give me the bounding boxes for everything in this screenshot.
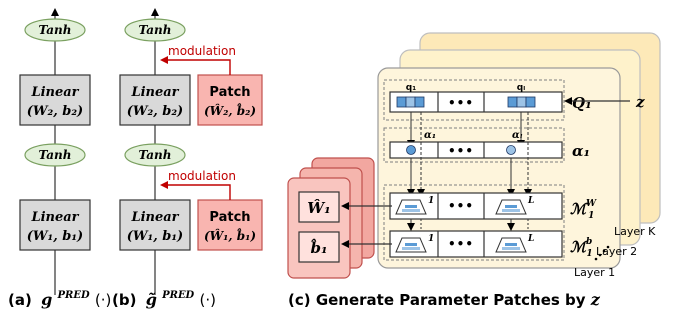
- modulation-arrow: [160, 181, 231, 200]
- q1-label: q₁: [406, 83, 416, 93]
- alpha-row: [389, 141, 563, 159]
- tanh-node: [124, 143, 186, 167]
- modulation-label: modulation: [168, 44, 236, 58]
- panel-b-caption: (b) g̃ PRED (·): [112, 284, 216, 309]
- module-index: L: [527, 196, 534, 206]
- modulation-arrow: [160, 56, 231, 75]
- w-hat-label: Ŵ₁: [307, 199, 330, 217]
- ellipsis: •••: [448, 96, 474, 110]
- linear-label: Linear: [130, 85, 179, 100]
- z-label: z: [635, 93, 645, 111]
- tanh-node: [24, 18, 86, 42]
- layer-2-label: Layer 2: [596, 245, 637, 258]
- layer-1-label: Layer 1: [574, 266, 615, 279]
- query-vector-1: [396, 96, 425, 108]
- patch-params: (Ŵ₁, b̂₁): [204, 227, 256, 243]
- patch-box-1: [197, 199, 263, 251]
- layer-k-label: Layer K: [614, 225, 656, 238]
- tanh-label: Tanh: [38, 148, 71, 162]
- layer-dots: [594, 245, 610, 261]
- ellipsis: •••: [448, 199, 474, 213]
- linear-layer-2: [119, 74, 191, 126]
- patch-label: Patch: [209, 210, 250, 225]
- ellipsis: •••: [448, 237, 474, 251]
- module-index: L: [527, 234, 534, 244]
- Q-label: Q₁: [572, 94, 592, 112]
- patch-params: (Ŵ₂, b̂₂): [204, 102, 256, 118]
- module-group: [383, 184, 565, 261]
- w-hat-box: [298, 191, 340, 223]
- alpha1-small-label: α₁: [424, 130, 436, 141]
- linear-params: (W₁, b₁): [127, 229, 183, 244]
- b-hat-box: [298, 231, 340, 263]
- ellipsis: •••: [448, 144, 474, 158]
- tanh-node: [24, 143, 86, 167]
- panel-a-caption: (a) g PRED (·): [8, 284, 111, 309]
- patch-label: Patch: [209, 85, 250, 100]
- module-stack-icon: [495, 237, 527, 253]
- tanh-label: Tanh: [138, 148, 171, 162]
- tanh-node: [124, 18, 186, 42]
- alpha-label: α₁: [572, 142, 590, 160]
- panel-c: ••• q₁ qₗ Q₁ z ••• α₁ αₗ α₁: [287, 32, 661, 309]
- linear-params: (W₁, b₁): [27, 229, 83, 244]
- linear-label: Linear: [30, 85, 79, 100]
- panel-c-caption: (c) Generate Parameter Patches by z: [288, 290, 601, 309]
- module-index: 1: [428, 196, 434, 206]
- linear-layer-1: [19, 199, 91, 251]
- patch-box-2: [197, 74, 263, 126]
- module-index: 1: [428, 234, 434, 244]
- linear-params: (W₂, b₂): [127, 104, 183, 119]
- alpha-l-node: [506, 145, 516, 155]
- tanh-label: Tanh: [38, 23, 71, 37]
- query-vector-l: [507, 96, 536, 108]
- qL-label: qₗ: [517, 83, 525, 93]
- tanh-label: Tanh: [138, 23, 171, 37]
- linear-label: Linear: [30, 210, 79, 225]
- alphaL-small-label: αₗ: [512, 130, 523, 141]
- module-stack-icon: [495, 199, 527, 215]
- module-stack-icon: [395, 237, 427, 253]
- linear-params: (W₂, b₂): [27, 104, 83, 119]
- panel-b: Tanh Linear (W₂, b₂) Patch (Ŵ₂, b̂₂) mod…: [112, 8, 263, 309]
- modulation-label: modulation: [168, 169, 236, 183]
- panel-a: Tanh Linear (W₂, b₂) Tanh Linear (W₁, b₁…: [8, 8, 111, 309]
- linear-layer-1: [119, 199, 191, 251]
- linear-layer-2: [19, 74, 91, 126]
- alpha-1-node: [406, 145, 416, 155]
- alpha-group: [383, 127, 565, 163]
- module-stack-icon: [395, 199, 427, 215]
- b-hat-label: b̂₁: [310, 238, 327, 257]
- linear-label: Linear: [130, 210, 179, 225]
